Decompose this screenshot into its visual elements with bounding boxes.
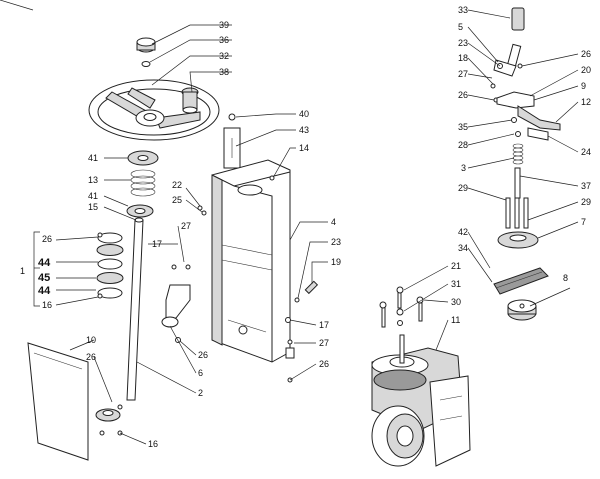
callout-7: 7 (581, 217, 586, 227)
callout-34: 34 (458, 243, 468, 253)
callout-8: 8 (563, 273, 568, 283)
callout-41-lower: 41 (88, 191, 98, 201)
callout-20: 20 (581, 65, 591, 75)
callout-25: 25 (172, 195, 182, 205)
callout-26-center-low: 26 (319, 359, 329, 369)
callout-18: 18 (458, 53, 468, 63)
callout-28: 28 (458, 140, 468, 150)
callout-3: 3 (461, 163, 466, 173)
callout-11: 11 (451, 315, 460, 325)
leader-lines (0, 0, 579, 445)
callout-2: 2 (198, 388, 203, 398)
callout-45: 45 (38, 272, 50, 284)
callout-26-left: 26 (42, 234, 52, 244)
callout-13: 13 (88, 175, 98, 185)
callout-17-center: 17 (319, 320, 329, 330)
callout-23-right: 23 (458, 38, 468, 48)
callout-24: 24 (581, 147, 591, 157)
callout-9: 9 (581, 81, 586, 91)
callout-21: 21 (451, 261, 461, 271)
drive-wheel-assembly (371, 286, 471, 467)
callout-26-bottom: 26 (86, 352, 96, 362)
callout-19: 19 (331, 257, 341, 267)
callout-5: 5 (458, 22, 463, 32)
steering-wheel-assembly (27, 37, 220, 461)
frame-assembly (197, 113, 319, 383)
callout-44-lower: 44 (38, 285, 51, 297)
callout-32: 32 (219, 51, 229, 61)
callout-23-center: 23 (331, 237, 341, 247)
callout-26-bracket: 26 (198, 350, 208, 360)
callout-33: 33 (458, 5, 468, 15)
callout-26-right-top: 26 (581, 49, 591, 59)
callout-26-right-mid: 26 (458, 90, 468, 100)
callout-14: 14 (299, 143, 309, 153)
callout-38: 38 (219, 67, 229, 77)
callout-17-left: 17 (152, 239, 162, 249)
brake-pedal-assembly (490, 7, 561, 321)
callout-27-center: 27 (319, 338, 329, 348)
callout-15: 15 (88, 202, 98, 212)
callout-37: 37 (581, 181, 591, 191)
callout-29-right: 29 (581, 197, 591, 207)
callout-35: 35 (458, 122, 468, 132)
callout-43: 43 (299, 125, 309, 135)
callout-36: 36 (219, 35, 229, 45)
callout-29-left: 29 (458, 183, 468, 193)
callout-6: 6 (198, 368, 203, 378)
callout-10: 10 (86, 335, 96, 345)
callout-labels: 39 36 32 38 40 43 14 41 13 41 15 22 25 4… (20, 5, 591, 449)
callout-31: 31 (451, 279, 461, 289)
callout-12: 12 (581, 97, 591, 107)
callout-39: 39 (219, 20, 229, 30)
callout-27-right: 27 (458, 69, 468, 79)
callout-22: 22 (172, 180, 182, 190)
callout-44-upper: 44 (38, 257, 51, 269)
callout-4: 4 (331, 217, 336, 227)
callout-42: 42 (458, 227, 468, 237)
callout-16-bottom: 16 (148, 439, 158, 449)
callout-40: 40 (299, 109, 309, 119)
callout-30: 30 (451, 297, 461, 307)
callout-16-left: 16 (42, 300, 52, 310)
callout-27-left: 27 (181, 221, 191, 231)
callout-41-top: 41 (88, 153, 98, 163)
callout-1: 1 (20, 266, 25, 276)
